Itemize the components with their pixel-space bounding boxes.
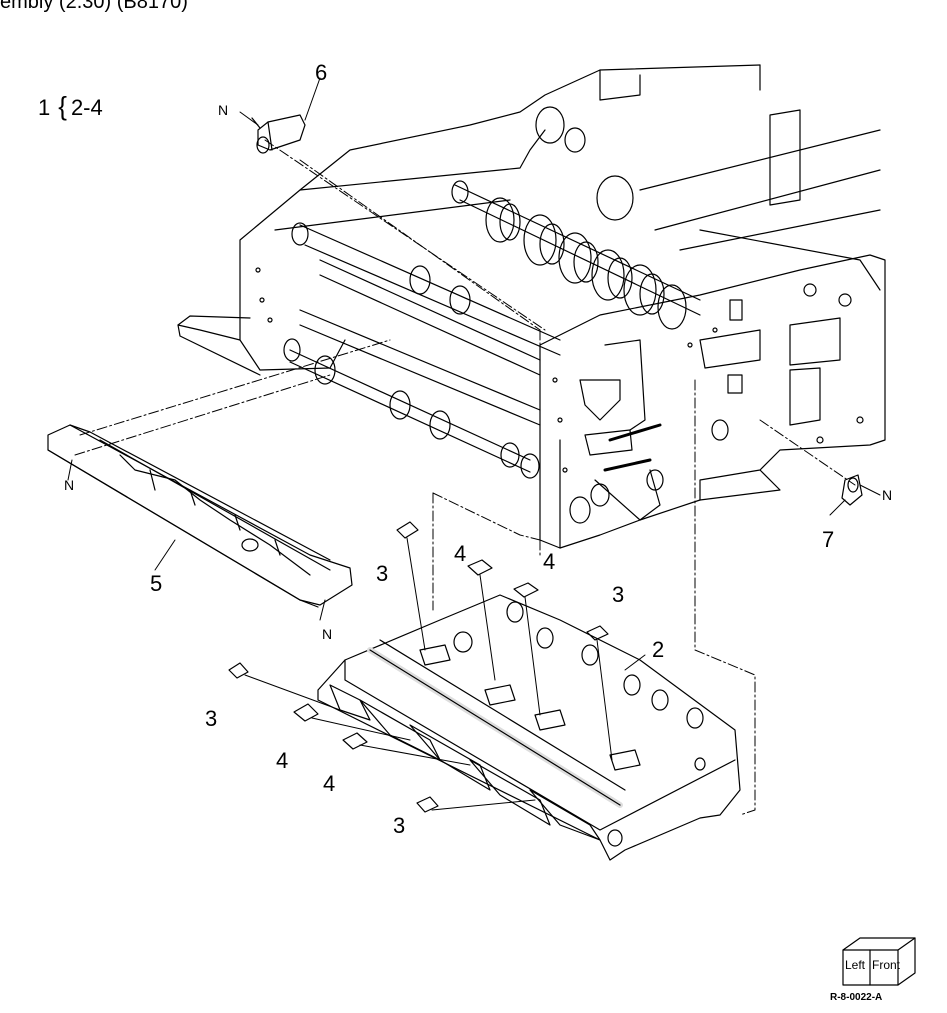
assembly-item-range: 2-4: [70, 95, 103, 120]
callout-3-b: 3: [612, 582, 625, 607]
leader-lines: [67, 77, 881, 811]
callout-5: 5: [150, 571, 163, 596]
assembly-item-number: 1: [38, 95, 51, 120]
callout-2: 2: [652, 637, 665, 662]
callout-3-d: 3: [393, 813, 406, 838]
callout-3-c: 3: [205, 706, 218, 731]
page-title: embly (2.30) (B8170): [0, 0, 188, 13]
drive-rollers-lower: [314, 265, 520, 468]
callout-7: 7: [822, 527, 835, 552]
orientation-cube-icon: [842, 937, 916, 986]
callout-6: 6: [315, 60, 328, 85]
part-2-guide-assembly: [317, 594, 741, 861]
callout-n-top: N: [218, 102, 229, 118]
callout-4-c: 4: [276, 748, 289, 773]
part-5-guide: [47, 424, 353, 608]
orientation-front-label: Front: [872, 958, 901, 972]
callout-4-a: 4: [454, 541, 467, 566]
installation-lines: [74, 139, 856, 816]
main-frame-assembly: [177, 64, 886, 549]
callout-4-b: 4: [543, 549, 556, 574]
orientation-indicator: Left Front: [842, 938, 917, 988]
callout-n-bottom: N: [322, 626, 333, 642]
callout-n-right: N: [882, 487, 893, 503]
assembly-note: 1 {2-4: [38, 93, 103, 121]
callout-n-left: N: [64, 477, 75, 493]
callout-3-a: 3: [376, 561, 389, 586]
part-6-bracket: [251, 114, 306, 154]
orientation-left-label: Left: [845, 958, 866, 972]
part-7-bracket: [841, 474, 863, 506]
exit-rollers-upper: [485, 197, 687, 330]
callout-4-d: 4: [323, 771, 336, 796]
reference-code: R-8-0022-A: [830, 992, 883, 1003]
brace-icon: {: [58, 91, 67, 121]
label-parts: [228, 521, 609, 813]
